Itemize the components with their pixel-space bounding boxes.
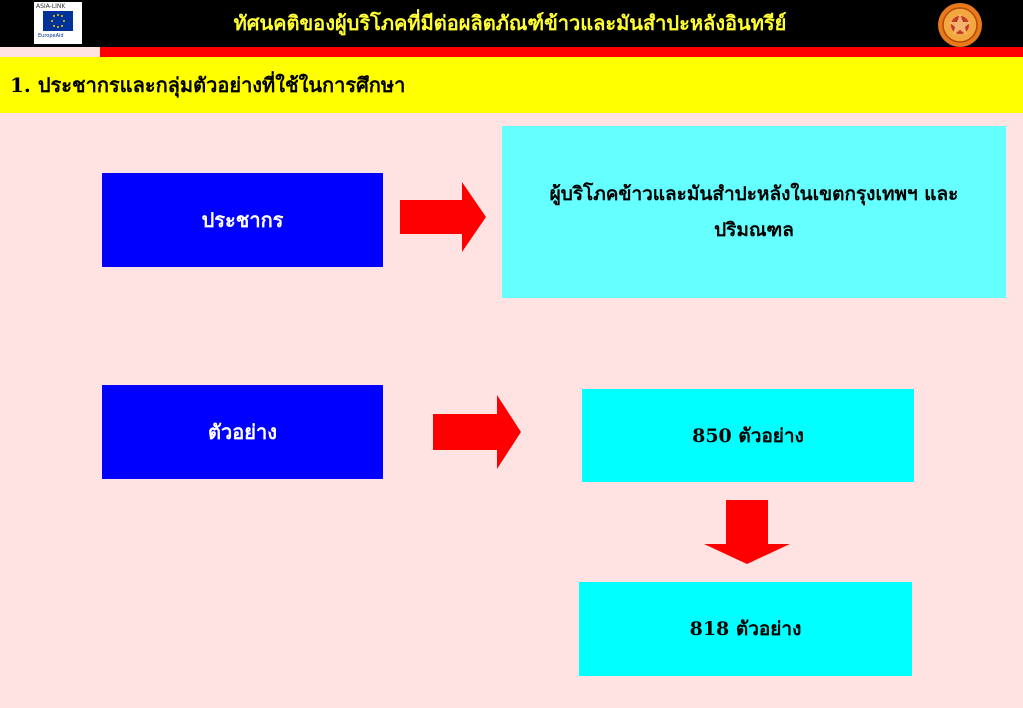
arrow-down-icon <box>704 500 790 564</box>
arrow-right-icon <box>400 182 486 252</box>
section-title: 1. ประชากรและกลุ่มตัวอย่างที่ใช้ในการศึก… <box>10 73 406 97</box>
final-sample-value: 818 ตัวอย่าง <box>689 618 802 640</box>
top-header-bar <box>0 0 1023 47</box>
logo-bottom-text: EuropeAid <box>38 33 64 39</box>
population-label: ประชากร <box>201 208 284 232</box>
logo-top-text: ASIA-LINK <box>36 3 66 10</box>
population-description: ผู้บริโภคข้าวและมันสำปะหลังในเขตกรุงเทพฯ… <box>549 183 959 241</box>
sample-label: ตัวอย่าง <box>208 420 277 444</box>
arrow-right-icon <box>433 395 521 469</box>
population-box: ประชากร <box>102 173 383 267</box>
page-title: ทัศนคติของผู้บริโภคที่มีต่อผลิตภัณฑ์ข้าว… <box>233 11 787 35</box>
header-stripe-gap <box>0 47 100 57</box>
header-red-stripe <box>100 47 1023 57</box>
section-band <box>0 57 1023 113</box>
eu-flag-icon <box>43 11 73 31</box>
eu-logo: ASIA-LINK EuropeAid <box>34 2 82 44</box>
planned-sample-value: 850 ตัวอย่าง <box>692 424 804 447</box>
final-sample-box: 818 ตัวอย่าง <box>579 582 912 676</box>
planned-sample-box: 850 ตัวอย่าง <box>582 389 914 482</box>
university-seal-icon <box>937 2 983 48</box>
sample-box: ตัวอย่าง <box>102 385 383 479</box>
population-description-box: ผู้บริโภคข้าวและมันสำปะหลังในเขตกรุงเทพฯ… <box>502 126 1006 298</box>
